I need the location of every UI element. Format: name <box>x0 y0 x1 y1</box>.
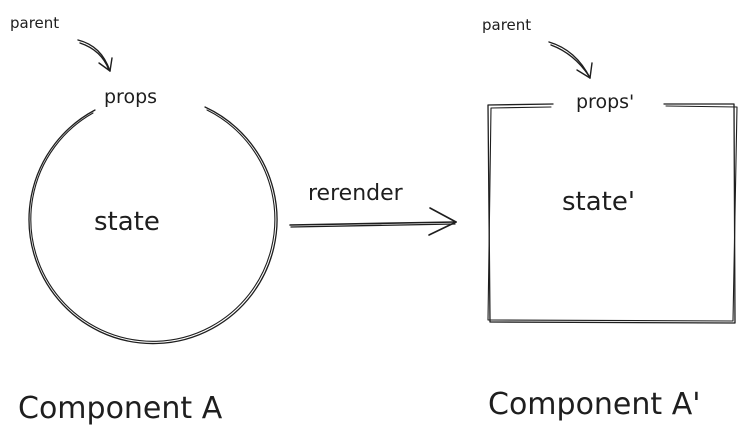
component-a-group: parent props state Component A <box>10 14 278 426</box>
parent-arrow-a-prime-icon <box>548 41 593 79</box>
component-a-caption: Component A <box>18 391 223 426</box>
state-label-a: state <box>94 207 160 237</box>
component-a-prime-box <box>487 103 738 324</box>
state-label-a-prime: state' <box>562 187 635 217</box>
rerender-label: rerender <box>308 181 404 206</box>
parent-label-a-prime: parent <box>482 16 531 34</box>
parent-label-a: parent <box>10 14 59 32</box>
props-label-a-prime: props' <box>576 91 634 113</box>
parent-arrow-a-icon <box>77 39 113 72</box>
props-label-a: props <box>104 86 157 108</box>
rerender-edge: rerender <box>289 181 457 236</box>
component-a-prime-group: parent props' state' Component A' <box>482 16 738 422</box>
component-a-prime-caption: Component A' <box>488 387 700 422</box>
component-a-circle <box>28 106 278 345</box>
rerender-arrow-icon <box>289 207 457 236</box>
